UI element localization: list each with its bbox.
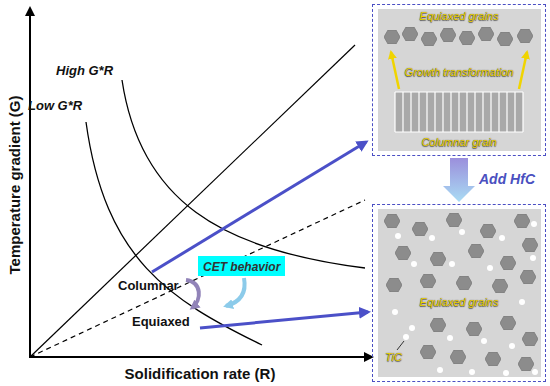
cet-label: CET behavior	[203, 260, 280, 274]
boundary-dashed-line	[30, 200, 365, 357]
curve-label: High G*R	[56, 63, 113, 78]
columnar-grains	[395, 92, 523, 132]
growth-arrow	[519, 52, 527, 89]
curve-label: Low G*R	[28, 98, 82, 113]
region-label: Columnar	[118, 278, 179, 293]
pointer-arrow	[152, 142, 366, 272]
microstructure-panel: Equiaxed grainsGrowth transformationColu…	[372, 4, 546, 156]
high-gr-curve	[122, 80, 365, 268]
edge-label: Add HfC	[479, 171, 535, 187]
microstructure-label: Growth transformation	[373, 66, 545, 78]
low-gr-curve	[86, 122, 262, 345]
cet-arrow	[186, 280, 199, 308]
y-axis	[29, 8, 31, 358]
axis-title: Temperature gradient (G)	[6, 96, 23, 275]
microstructure-label: TiC	[385, 351, 402, 363]
cet-label-box: CET behavior	[198, 256, 285, 276]
x-axis	[29, 356, 372, 358]
growth-arrow	[391, 52, 399, 89]
equiaxed-grains	[384, 27, 533, 46]
region-label: Equiaxed	[132, 314, 190, 329]
panel-ground	[378, 9, 541, 151]
boundary-line	[30, 45, 355, 357]
microstructure-label: Columnar grain	[373, 136, 545, 148]
leader-line	[397, 341, 404, 350]
panel-ground	[378, 209, 541, 377]
equiaxed-grains	[384, 213, 538, 371]
microstructure-panel: Equiaxed grainsTiC	[372, 204, 546, 382]
microstructure-label: Equiaxed grains	[373, 296, 545, 308]
microstructure-label: Equiaxed grains	[373, 10, 545, 22]
pointer-arrow	[200, 312, 368, 328]
axis-title: Solidification rate (R)	[125, 365, 276, 382]
cet-arrow	[226, 278, 245, 306]
process-arrow	[443, 158, 475, 202]
